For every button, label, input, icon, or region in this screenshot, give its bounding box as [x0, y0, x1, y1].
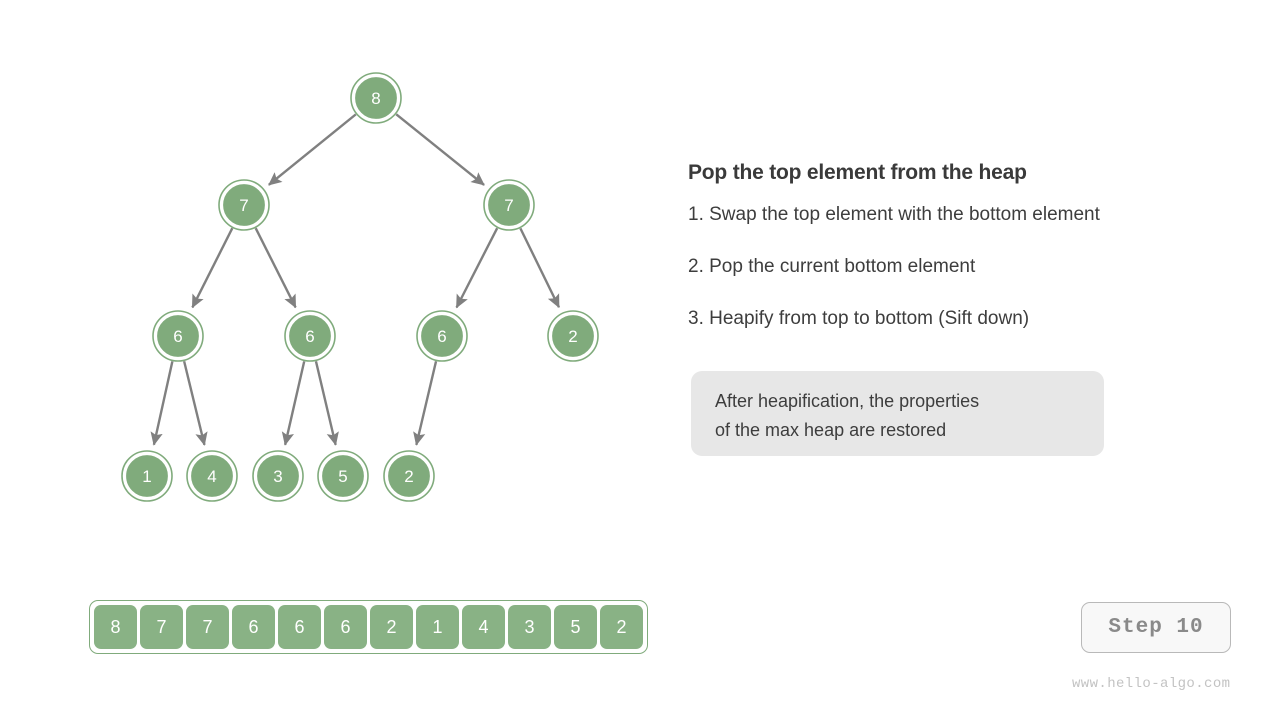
instruction-step-3: 3. Heapify from top to bottom (Sift down…	[688, 307, 1030, 329]
array-cell: 6	[232, 605, 275, 649]
tree-node-label: 5	[338, 467, 347, 486]
tree-node-circle	[549, 312, 597, 360]
callout-line-2: of the max heap are restored	[715, 420, 947, 441]
array-cell: 8	[94, 605, 137, 649]
tree-edge	[455, 227, 499, 309]
tree-node-circle	[123, 452, 171, 500]
tree-node: 5	[317, 450, 369, 502]
tree-node-ring	[483, 179, 535, 231]
tree-node-circle	[188, 452, 236, 500]
tree-node: 7	[218, 179, 270, 231]
tree-node-group: 8 7 7 6 6 6 2 1 4 3 5 2	[121, 72, 599, 502]
array-cell: 1	[416, 605, 459, 649]
array-cell: 2	[370, 605, 413, 649]
tree-edge-group	[150, 113, 561, 446]
tree-edge	[150, 361, 174, 446]
array-cell: 5	[554, 605, 597, 649]
tree-node-ring	[317, 450, 369, 502]
tree-node-label: 6	[305, 327, 314, 346]
tree-node-label: 6	[173, 327, 182, 346]
tree-node-ring	[350, 72, 402, 124]
tree-node-circle	[154, 312, 202, 360]
tree-node-label: 6	[437, 327, 446, 346]
tree-node-circle	[385, 452, 433, 500]
tree-node-ring	[416, 310, 468, 362]
tree-edge	[281, 361, 306, 446]
callout-note: After heapification, the properties of t…	[691, 371, 1104, 456]
array-cell: 4	[462, 605, 505, 649]
tree-node-circle	[352, 74, 400, 122]
tree-node-ring	[383, 450, 435, 502]
tree-node-label: 8	[371, 89, 380, 108]
tree-node-circle	[418, 312, 466, 360]
array-cell: 3	[508, 605, 551, 649]
callout-line-1: After heapification, the properties	[715, 391, 980, 411]
array-cell: 6	[278, 605, 321, 649]
binary-heap-tree: 8 7 7 6 6 6 2 1 4 3 5 2	[0, 0, 680, 560]
tree-node: 8	[350, 72, 402, 124]
tree-edge	[519, 227, 561, 309]
tree-node-ring	[284, 310, 336, 362]
tree-node-ring	[547, 310, 599, 362]
tree-node: 2	[547, 310, 599, 362]
tree-node-circle	[286, 312, 334, 360]
tree-node: 2	[383, 450, 435, 502]
tree-node: 4	[186, 450, 238, 502]
watermark-url: www.hello-algo.com	[1072, 676, 1231, 692]
tree-node: 3	[252, 450, 304, 502]
tree-edge	[182, 360, 208, 446]
tree-node-circle	[220, 181, 268, 229]
tree-node-ring	[152, 310, 204, 362]
tree-node-ring	[186, 450, 238, 502]
instruction-step-2: 2. Pop the current bottom element	[688, 255, 976, 277]
tree-node-label: 7	[504, 196, 513, 215]
array-cell: 2	[600, 605, 643, 649]
tree-node: 7	[483, 179, 535, 231]
tree-svg-canvas: 8 7 7 6 6 6 2 1 4 3 5 2	[121, 72, 599, 502]
tree-node-ring	[121, 450, 173, 502]
tree-node-ring	[218, 179, 270, 231]
tree-node: 1	[121, 450, 173, 502]
tree-edge	[191, 227, 234, 309]
step-badge: Step 10	[1081, 602, 1231, 653]
tree-node: 6	[416, 310, 468, 362]
tree-node-label: 3	[273, 467, 282, 486]
tree-node-circle	[254, 452, 302, 500]
tree-node-circle	[485, 181, 533, 229]
tree-node: 6	[152, 310, 204, 362]
tree-edge	[413, 361, 438, 446]
tree-node: 6	[284, 310, 336, 362]
tree-node-label: 1	[142, 467, 151, 486]
explanation-panel: Pop the top element from the heap 1. Swa…	[688, 160, 1248, 330]
tree-node-circle	[319, 452, 367, 500]
page-title: Pop the top element from the heap	[688, 161, 1027, 184]
tree-edge	[395, 113, 485, 186]
tree-node-label: 2	[404, 467, 413, 486]
tree-node-ring	[252, 450, 304, 502]
array-cell: 7	[140, 605, 183, 649]
tree-node-label: 7	[239, 196, 248, 215]
array-cell: 7	[186, 605, 229, 649]
tree-node-label: 2	[568, 327, 577, 346]
tree-edge	[314, 361, 339, 446]
tree-edge	[254, 227, 297, 309]
tree-edge	[268, 113, 357, 186]
tree-node-label: 4	[207, 467, 216, 486]
array-cell: 6	[324, 605, 367, 649]
instruction-step-1: 1. Swap the top element with the bottom …	[688, 204, 1100, 226]
